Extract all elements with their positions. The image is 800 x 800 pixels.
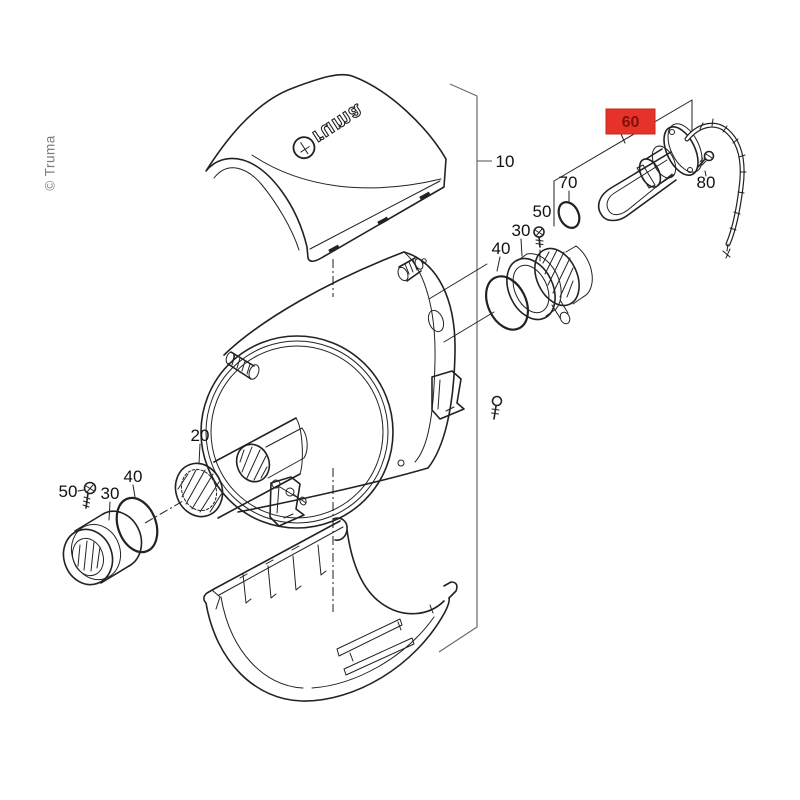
heating-element	[597, 123, 703, 222]
assembly-boundary-line	[438, 83, 492, 653]
bottom-shell	[203, 517, 458, 702]
part-label-50-right: 50	[533, 202, 552, 221]
mounting-foot-right	[431, 370, 465, 420]
collar-left	[62, 510, 143, 586]
part-label-30-left: 30	[101, 484, 120, 503]
centerline	[144, 259, 334, 612]
burner-tube	[174, 417, 308, 519]
screw-right	[533, 226, 545, 262]
water-tank	[200, 251, 465, 529]
top-fitting	[397, 257, 427, 282]
truma-logo: ruma	[292, 98, 368, 160]
part-label-10: 10	[496, 152, 515, 171]
part-label-40-right: 40	[492, 239, 511, 258]
front-fitting	[225, 351, 260, 380]
part-label-40-left: 40	[124, 467, 143, 486]
tank-flange-ribbed	[534, 245, 593, 325]
oring-right	[485, 275, 529, 331]
screw-left	[82, 481, 97, 509]
oring-left	[115, 496, 159, 554]
detail-frame-60	[553, 99, 693, 227]
gasket-ring	[557, 201, 581, 229]
screw-cable	[696, 150, 715, 177]
part-label-20: 20	[191, 426, 210, 445]
part-label-60: 60	[622, 114, 640, 131]
part-label-70: 70	[559, 173, 578, 192]
screw-extra	[491, 395, 503, 420]
leader-lines	[77, 190, 570, 521]
part-60-highlight[interactable]: 60	[605, 108, 656, 135]
alignment-lines-right	[428, 263, 495, 343]
part-label-80: 80	[697, 173, 716, 192]
heater-cable	[684, 118, 747, 259]
top-cover-shell: ruma	[205, 73, 447, 263]
part-label-50-left: 50	[59, 482, 78, 501]
truma-logo-text: ruma	[309, 99, 368, 148]
part-label-30-right: 30	[512, 221, 531, 240]
